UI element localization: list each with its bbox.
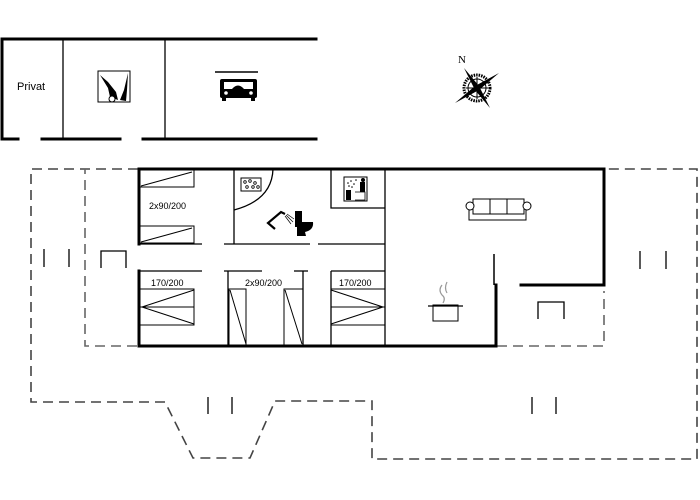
bed-size-label: 170/200 — [339, 278, 372, 288]
terraces — [30, 168, 698, 460]
toilet-icon — [295, 211, 314, 236]
sofa-icon — [465, 198, 532, 221]
bed-size-label: 2x90/200 — [149, 201, 186, 211]
shower-icon — [266, 210, 295, 230]
bedroom-3: 2x90/200 — [228, 278, 304, 346]
house — [137, 167, 606, 348]
north-label: N — [458, 54, 466, 66]
bedroom-2: 170/200 — [140, 278, 195, 326]
bed-size-label: 2x90/200 — [245, 278, 282, 288]
bed-size-label: 170/200 — [151, 278, 184, 288]
whirlpool-icon — [240, 177, 262, 192]
sauna-icon — [343, 176, 368, 202]
car-garage-icon — [215, 71, 258, 101]
compass-rose-icon: N — [455, 54, 499, 108]
cooking-pot-icon — [428, 281, 463, 322]
bedroom-4: 170/200 — [330, 278, 385, 326]
outbuilding: Privat — [0, 37, 318, 141]
vacuum-cleaner-icon — [97, 70, 131, 103]
bathroom — [240, 177, 314, 236]
bedroom-1: 2x90/200 — [138, 169, 195, 244]
room-label-privat: Privat — [17, 81, 45, 93]
